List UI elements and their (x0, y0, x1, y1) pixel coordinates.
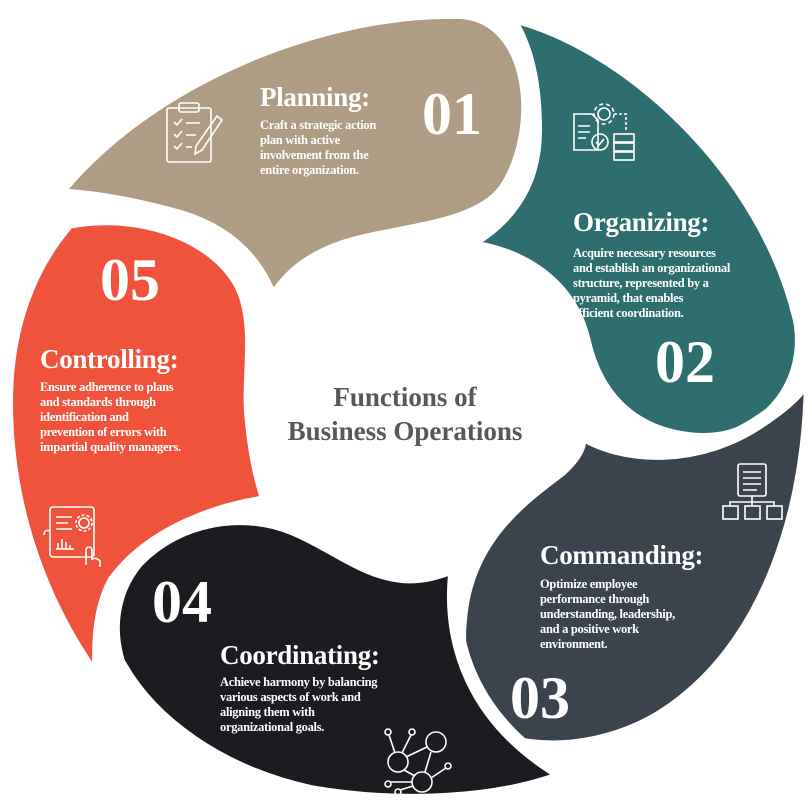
organizing-heading: Organizing: (573, 207, 710, 237)
planning-description: Craft a strategic action plan with activ… (260, 118, 376, 178)
desc-line: Ensure adherence to plans (40, 380, 174, 394)
document-gear-database-icon (573, 103, 635, 161)
diagram-title: Functions of Business Operations (250, 380, 560, 448)
coordinating-heading: Coordinating: (220, 640, 380, 670)
desc-line: performance through (540, 592, 649, 606)
desc-line: involvement from the (260, 148, 369, 162)
desc-line: aligning them with (220, 705, 315, 719)
desc-line: Craft a strategic action (260, 118, 377, 132)
title-line-1: Functions of (333, 382, 477, 412)
coordinating-number: 04 (152, 569, 212, 635)
desc-line: Achieve harmony by balancing (220, 675, 378, 689)
segment-controlling (0, 211, 275, 692)
desc-line: entire organization. (260, 163, 359, 177)
people-network-icon (384, 728, 452, 796)
tablet-analytics-icon (43, 506, 101, 567)
desc-line: environment. (540, 637, 608, 651)
commanding-heading: Commanding: (540, 540, 704, 570)
desc-line: efficient coordination. (573, 306, 684, 320)
coordinating-description: Achieve harmony by balancing various asp… (220, 675, 378, 735)
desc-line: and a positive work (540, 622, 639, 636)
planning-heading: Planning: (260, 82, 370, 112)
desc-line: and standards through (40, 395, 156, 409)
desc-line: and establish an organizational (573, 261, 731, 275)
segment-coordinating (105, 511, 573, 808)
desc-line: pyramid, that enables (573, 291, 684, 305)
desc-line: various aspects of work and (220, 690, 361, 704)
title-line-2: Business Operations (287, 416, 523, 446)
commanding-number: 03 (510, 665, 570, 731)
desc-line: impartial quality managers. (40, 440, 181, 454)
desc-line: plan with active (260, 133, 340, 147)
organizing-number: 02 (655, 329, 715, 395)
segment-planning (48, 4, 536, 309)
planning-number: 01 (422, 81, 482, 147)
desc-line: prevention of errors with (40, 425, 167, 439)
desc-line: organizational goals. (220, 720, 325, 734)
desc-line: Acquire necessary resources (573, 246, 716, 260)
controlling-description: Ensure adherence to plans and standards … (40, 380, 181, 455)
desc-line: identification and (40, 410, 129, 424)
controlling-number: 05 (100, 247, 160, 313)
desc-line: understanding, leadership, (540, 607, 675, 621)
desc-line: structure, represented by a (573, 276, 709, 290)
organizing-description: Acquire necessary resources and establis… (573, 246, 730, 321)
commanding-description: Optimize employee performance through un… (540, 577, 675, 652)
controlling-heading: Controlling: (40, 344, 179, 374)
segment-organizing (455, 7, 809, 448)
hierarchy-chart-icon (722, 463, 783, 520)
desc-line: Optimize employee (540, 577, 638, 591)
clipboard-checklist-icon (166, 102, 224, 163)
